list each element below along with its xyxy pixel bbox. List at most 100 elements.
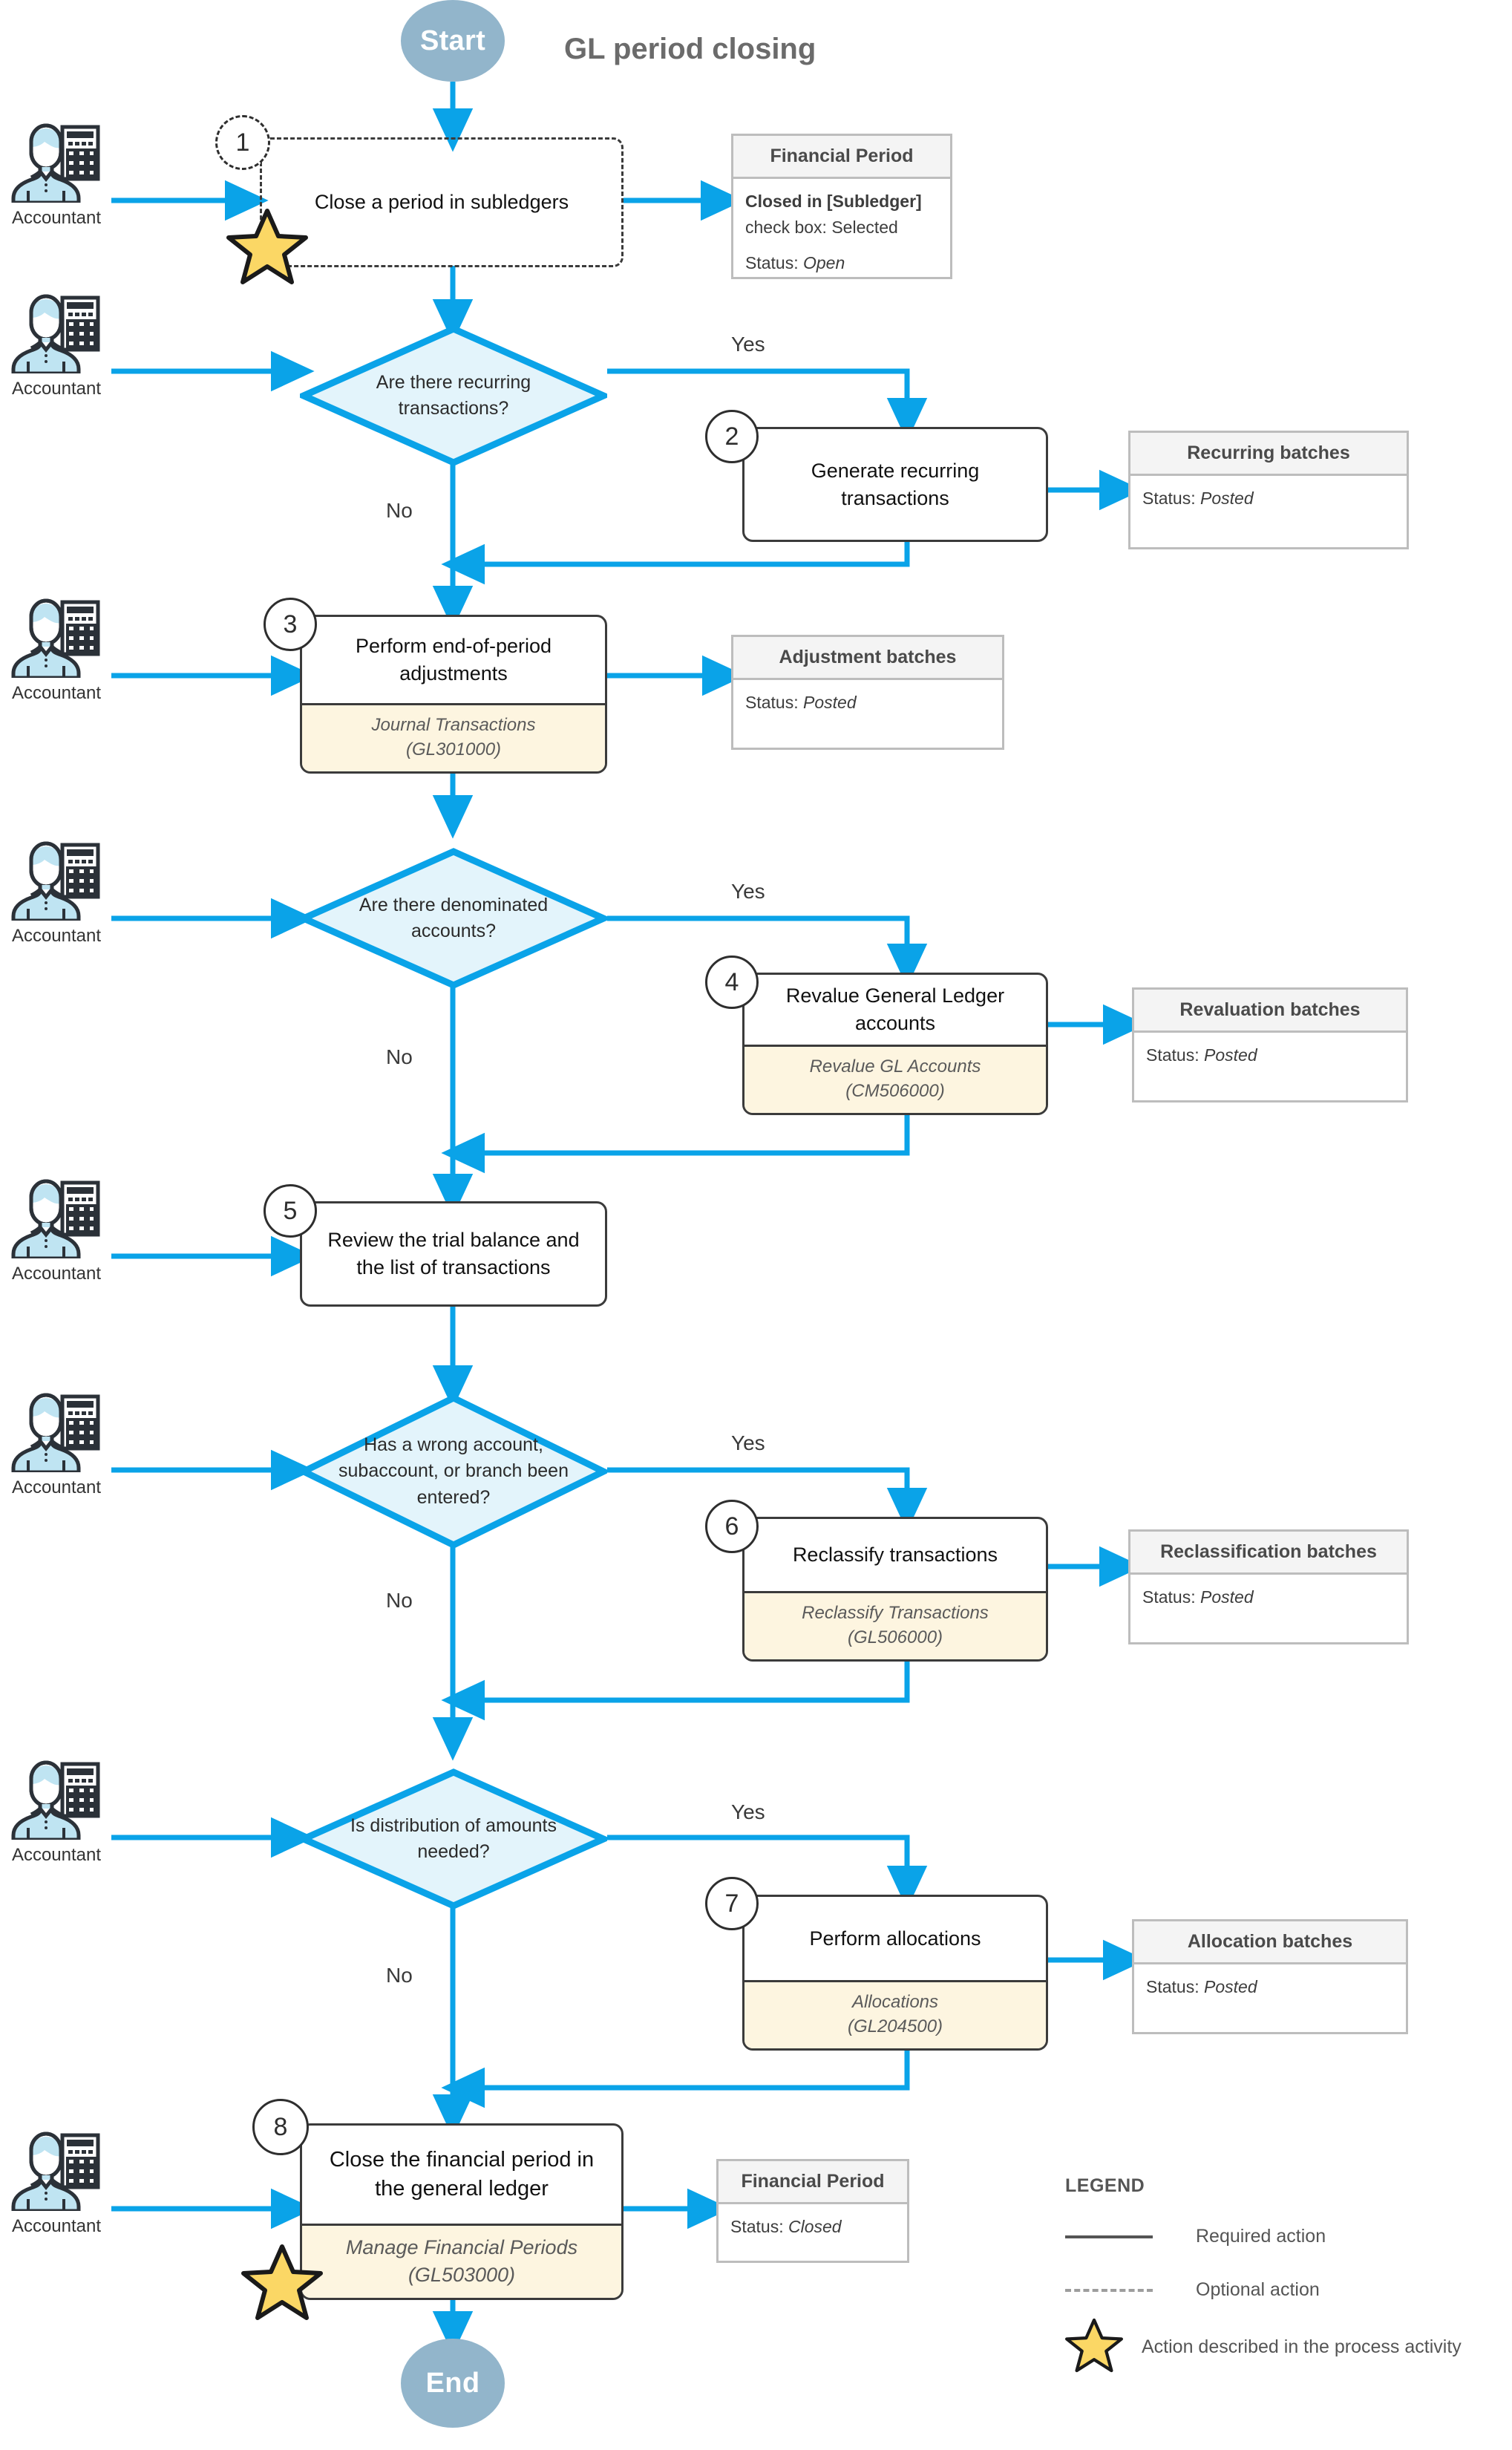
end-label: End xyxy=(425,2367,480,2399)
decision-label: Has a wrong account, subaccount, or bran… xyxy=(338,1434,569,1508)
edge-label-yes: Yes xyxy=(731,333,765,356)
process-step-8-label: Close the financial period in the genera… xyxy=(329,2147,595,2201)
status-value: Open xyxy=(803,253,845,272)
process-step-1[interactable]: Close a period in subledgers xyxy=(260,137,624,267)
data-object-body: Status: Closed xyxy=(719,2204,907,2250)
data-object-body: Status: Posted xyxy=(1134,1964,1406,2010)
accountant-icon xyxy=(7,840,105,921)
process-step-7-screen: Allocations (GL204500) xyxy=(744,1980,1046,2048)
solid-line-icon xyxy=(1065,2235,1153,2238)
star-icon xyxy=(241,2244,323,2325)
process-step-6-label: Reclassify transactions xyxy=(792,1544,998,1567)
step-number-3: 3 xyxy=(264,598,317,651)
diamond-shape xyxy=(300,1768,607,1910)
data-object-adjustment-batches: Adjustment batches Status: Posted xyxy=(731,635,1004,750)
screen-code: (GL506000) xyxy=(847,1627,943,1647)
screen-code: (CM506000) xyxy=(845,1080,945,1101)
process-step-3[interactable]: Perform end-of-period adjustments Journa… xyxy=(300,615,607,774)
process-step-8-screen: Manage Financial Periods (GL503000) xyxy=(302,2224,621,2298)
actor-accountant: Accountant xyxy=(7,122,105,229)
process-step-2-label: Generate recurring transactions xyxy=(811,459,980,509)
actor-label: Accountant xyxy=(11,1477,102,1497)
status-label: Status: xyxy=(1146,1045,1200,1065)
edge-label-no: No xyxy=(386,1589,413,1612)
decision-recurring-transactions[interactable]: Are there recurring transactions? xyxy=(300,325,607,466)
process-step-4[interactable]: Revalue General Ledger accounts Revalue … xyxy=(742,973,1048,1115)
status-label: Status: xyxy=(745,253,799,272)
actor-label: Accountant xyxy=(11,1845,102,1865)
status-label: Status: xyxy=(730,2217,784,2236)
actor-label: Accountant xyxy=(11,2216,102,2236)
status-label: Status: xyxy=(1142,489,1196,508)
edge-label-yes: Yes xyxy=(731,1431,765,1454)
screen-code: (GL503000) xyxy=(408,2263,516,2286)
process-step-2[interactable]: Generate recurring transactions xyxy=(742,427,1048,542)
process-step-8[interactable]: Close the financial period in the genera… xyxy=(300,2123,624,2300)
decision-label: Is distribution of amounts needed? xyxy=(350,1814,557,1863)
actor-label: Accountant xyxy=(11,926,102,946)
actor-accountant: Accountant xyxy=(7,2131,105,2237)
actor-accountant: Accountant xyxy=(7,1760,105,1866)
data-object-reclassification-batches: Reclassification batches Status: Posted xyxy=(1128,1529,1409,1644)
process-step-1-label: Close a period in subledgers xyxy=(314,191,569,214)
step-number-1: 1 xyxy=(215,115,270,170)
status-label: Status: xyxy=(1146,1977,1200,1996)
edge-label-yes: Yes xyxy=(731,880,765,903)
end-terminator: End xyxy=(401,2339,505,2428)
screen-code: (GL204500) xyxy=(847,2016,943,2036)
edge-label-no: No xyxy=(386,1964,413,1987)
legend-item-label: Optional action xyxy=(1196,2279,1320,2300)
process-step-7[interactable]: Perform allocations Allocations (GL20450… xyxy=(742,1895,1048,2051)
step-number-2: 2 xyxy=(705,410,759,463)
decision-label: Are there denominated accounts? xyxy=(359,894,549,942)
process-step-4-screen: Revalue GL Accounts (CM506000) xyxy=(744,1045,1046,1113)
data-object-recurring-batches: Recurring batches Status: Posted xyxy=(1128,431,1409,549)
legend-item-optional: Optional action xyxy=(1065,2279,1320,2301)
process-step-3-label: Perform end-of-period adjustments xyxy=(355,635,552,685)
status-value: Closed xyxy=(788,2217,842,2236)
actor-label: Accountant xyxy=(11,1264,102,1284)
edge-label-yes: Yes xyxy=(731,1800,765,1823)
data-object-header: Financial Period xyxy=(719,2161,907,2204)
data-object-header: Recurring batches xyxy=(1130,433,1407,476)
screen-code: (GL301000) xyxy=(405,739,502,760)
actor-accountant: Accountant xyxy=(7,598,105,704)
start-terminator: Start xyxy=(401,0,505,82)
step-number-7: 7 xyxy=(705,1877,759,1930)
data-object-financial-period: Financial Period Closed in [Subledger] c… xyxy=(731,134,952,279)
process-step-4-label: Revalue General Ledger accounts xyxy=(785,984,1005,1035)
screen-name: Allocations xyxy=(851,1992,939,2013)
status-label: Status: xyxy=(1142,1587,1196,1607)
actor-label: Accountant xyxy=(11,683,102,703)
dashed-line-icon xyxy=(1065,2288,1153,2292)
decision-distribution-needed[interactable]: Is distribution of amounts needed? xyxy=(300,1768,607,1910)
status-value: Posted xyxy=(1204,1977,1257,1996)
status-value: Posted xyxy=(1200,489,1254,508)
decision-denominated-accounts[interactable]: Are there denominated accounts? xyxy=(300,848,607,989)
star-icon xyxy=(226,208,308,289)
process-step-5[interactable]: Review the trial balance and the list of… xyxy=(300,1201,607,1307)
diamond-shape xyxy=(300,848,607,989)
process-step-6-screen: Reclassify Transactions (GL506000) xyxy=(744,1591,1046,1659)
data-object-header: Revaluation batches xyxy=(1134,990,1406,1033)
data-object-body: Status: Posted xyxy=(1130,476,1407,521)
edge-label-no: No xyxy=(386,499,413,522)
actor-accountant: Accountant xyxy=(7,840,105,947)
diamond-shape xyxy=(300,325,607,466)
accountant-icon xyxy=(7,2131,105,2211)
screen-name: Reclassify Transactions xyxy=(802,1603,989,1624)
data-object-body: Status: Posted xyxy=(1134,1033,1406,1078)
data-object-financial-period-closed: Financial Period Status: Closed xyxy=(716,2159,909,2263)
legend-item-label: Action described in the process activity xyxy=(1142,2336,1462,2357)
process-step-6[interactable]: Reclassify transactions Reclassify Trans… xyxy=(742,1517,1048,1662)
process-step-5-label: Review the trial balance and the list of… xyxy=(327,1229,580,1278)
screen-name: Revalue GL Accounts xyxy=(809,1056,981,1077)
accountant-icon xyxy=(7,598,105,678)
accountant-icon xyxy=(7,1178,105,1258)
decision-wrong-account[interactable]: Has a wrong account, subaccount, or bran… xyxy=(300,1394,607,1549)
legend-item-star: Action described in the process activity xyxy=(1065,2318,1462,2376)
decision-label: Are there recurring transactions? xyxy=(376,371,531,419)
data-object-header: Financial Period xyxy=(733,136,950,179)
